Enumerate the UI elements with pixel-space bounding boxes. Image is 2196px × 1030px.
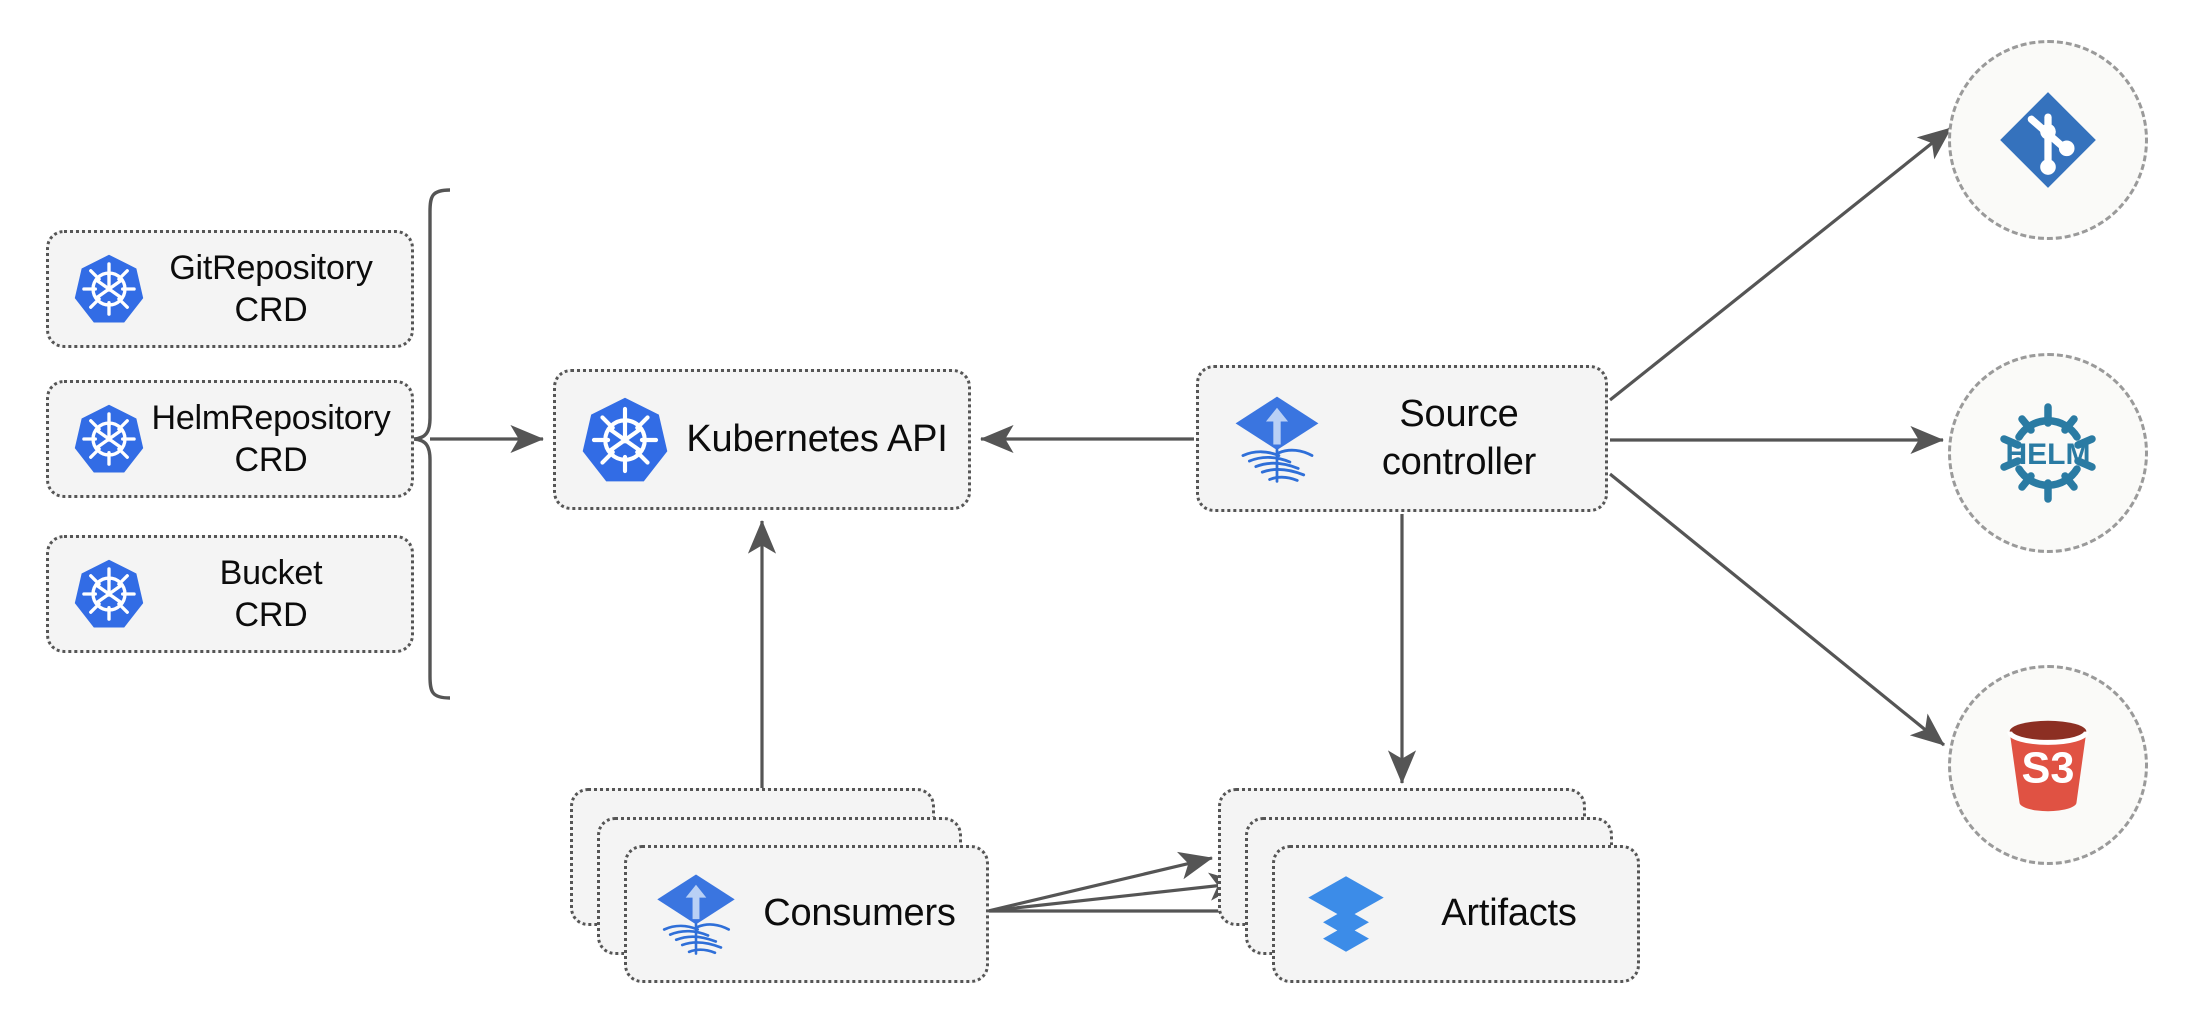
edge-consumers-to-artifacts-2 [987, 872, 1243, 913]
source-controller-node[interactable]: Source controller [1196, 365, 1608, 512]
artifacts-label: Artifacts [1441, 892, 1577, 935]
crd-group-brace [413, 188, 451, 700]
flux-icon [653, 871, 739, 957]
crd-card-gitrepository[interactable]: GitRepository CRD [46, 230, 414, 348]
helm-icon: HELM [1988, 393, 2108, 513]
kubernetes-api-node[interactable]: Kubernetes API [553, 369, 971, 510]
source-circle-s3[interactable]: S3 [1948, 665, 2148, 865]
edge-source-controller-to-s3 [1608, 472, 1946, 747]
source-circle-git[interactable] [1948, 40, 2148, 240]
layers-icon [1305, 873, 1387, 955]
edge-source-controller-to-git [1609, 126, 1952, 402]
kubernetes-icon [71, 556, 147, 632]
kubernetes-icon [71, 401, 147, 477]
kubernetes-icon [578, 393, 672, 487]
consumers-node[interactable]: Consumers [624, 845, 989, 983]
crd-label: Bucket CRD [219, 553, 323, 634]
s3-bucket-icon: S3 [1989, 706, 2107, 824]
crd-label: GitRepository CRD [169, 248, 373, 329]
kubernetes-api-label: Kubernetes API [686, 417, 948, 460]
crd-card-bucket[interactable]: Bucket CRD [46, 535, 414, 653]
artifacts-node[interactable]: Artifacts [1272, 845, 1640, 983]
s3-wordmark: S3 [2022, 745, 2075, 793]
consumers-label: Consumers [763, 892, 956, 935]
helm-wordmark: HELM [2006, 438, 2091, 471]
edge-consumers-to-artifacts-1 [987, 851, 1213, 913]
kubernetes-icon [71, 251, 147, 327]
source-circle-helm[interactable]: HELM [1948, 353, 2148, 553]
source-controller-label: Source controller [1381, 393, 1537, 483]
crd-card-helmrepository[interactable]: HelmRepository CRD [46, 380, 414, 498]
crd-label: HelmRepository CRD [151, 398, 391, 479]
git-icon [1996, 88, 2100, 192]
flux-icon [1231, 393, 1323, 485]
